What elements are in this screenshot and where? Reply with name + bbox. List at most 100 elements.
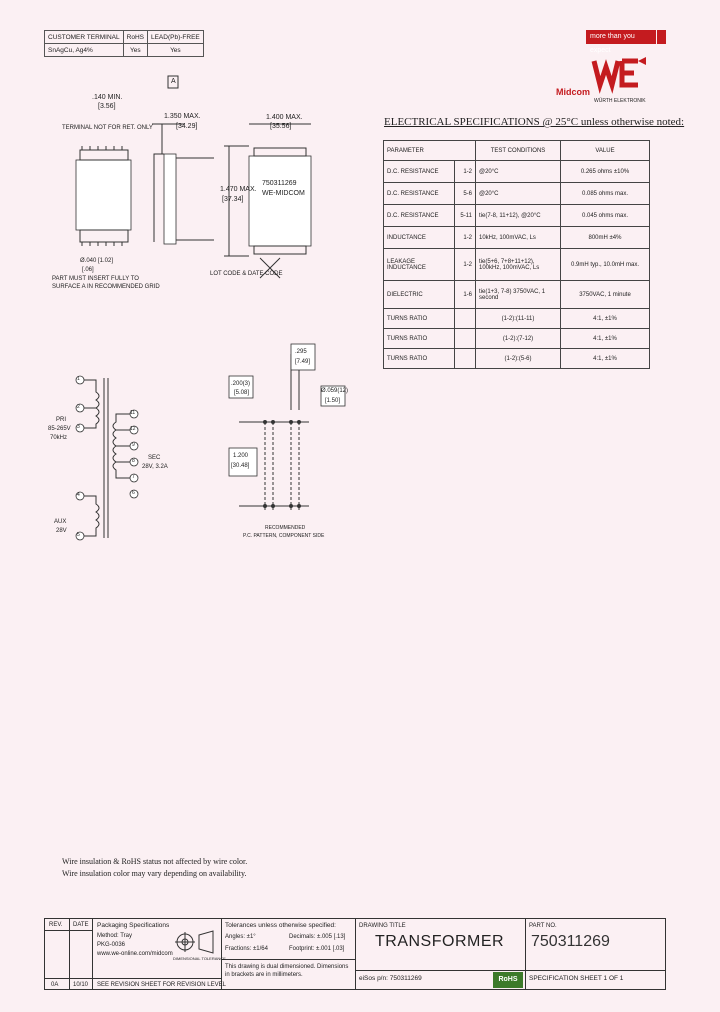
table-row: D.C. RESISTANCE 5-6 @20°C 0.085 ohms max…	[383, 182, 650, 205]
table-row: TURNS RATIO (1-2):(11-11) 4:1, ±1%	[383, 308, 650, 329]
spec-cond: tie(5+6, 7+8+11+12), 100kHz, 100mVAC, Ls	[475, 248, 561, 281]
tolerance-title: Tolerances unless otherwise specified:	[225, 922, 336, 929]
spec-value: 0.045 ohms max.	[560, 204, 650, 227]
compliance-cell: RoHS	[122, 30, 148, 44]
spec-header-parameter: PARAMETER	[383, 140, 476, 161]
tolerance-fractions: Fractions: ±1/64	[225, 946, 268, 952]
spec-param: TURNS RATIO	[383, 328, 455, 349]
rev-value: 0A	[51, 982, 59, 988]
dim-200-mm: [5.08]	[234, 390, 250, 396]
pin-label: 5	[77, 532, 80, 538]
company-logo: Midcom WÜRTH ELEKTRONIK	[556, 55, 666, 105]
pin-label: 6	[132, 490, 135, 496]
brand-subtitle: WÜRTH ELEKTRONIK	[594, 98, 646, 104]
spec-cond: tie(1+3, 7-8) 3750VAC, 1 second	[475, 280, 561, 309]
note-hole-mm: [.06]	[82, 267, 94, 273]
revision-note: SEE REVISION SHEET FOR REVISION LEVEL	[97, 982, 226, 988]
spec-value: 0.9mH typ., 10.0mH max.	[560, 248, 650, 281]
spec-param: D.C. RESISTANCE	[383, 182, 455, 205]
compliance-table: CUSTOMER TERMINAL RoHS LEAD(Pb)-FREE SnA…	[44, 30, 204, 57]
table-row: D.C. RESISTANCE 1-2 @20°C 0.265 ohms ±10…	[383, 160, 650, 183]
rohs-badge: RoHS	[493, 972, 523, 988]
spec-pins: 5-6	[454, 182, 476, 205]
projection-symbol-icon	[175, 930, 214, 954]
pin-label: 9	[132, 442, 135, 448]
sec-label: SEC	[148, 455, 161, 461]
spec-cond: (1-2):(11-11)	[475, 308, 561, 329]
dual-dimension-note: This drawing is dual dimensioned. Dimens…	[225, 964, 349, 978]
spec-header-conditions: TEST CONDITIONS	[475, 140, 561, 161]
dim-1400: 1.400 MAX.	[266, 114, 303, 121]
spec-pins	[454, 308, 476, 329]
pin-label: 12	[130, 426, 136, 432]
pcb-caption-1: RECOMMENDED	[265, 525, 306, 531]
spec-param: TURNS RATIO	[383, 348, 455, 369]
spec-pins: 1-2	[454, 248, 476, 281]
pack-title: Packaging Specifications	[97, 922, 170, 929]
spec-param: TURNS RATIO	[383, 308, 455, 329]
pack-method: Method: Tray	[97, 933, 133, 939]
table-row: TURNS RATIO (1-2):(7-12) 4:1, ±1%	[383, 328, 650, 349]
dim-hole: Ø.059(12)	[321, 388, 349, 394]
table-row: DIELECTRIC 1-6 tie(1+3, 7-8) 3750VAC, 1 …	[383, 280, 650, 309]
drawing-title-label: DRAWING TITLE	[359, 923, 406, 929]
dim-1400-mm: [35.56]	[270, 123, 292, 130]
spec-param: DIELECTRIC	[383, 280, 455, 309]
dim-1350: 1.350 MAX.	[164, 113, 201, 120]
dim-1200-mm: [30.48]	[231, 463, 250, 469]
pri-label: PRI	[56, 417, 67, 423]
spec-value: 800mH ±4%	[560, 226, 650, 249]
mechanical-outline	[75, 75, 312, 279]
maker-label: WE-MIDCOM	[262, 190, 305, 197]
compliance-cell: CUSTOMER TERMINAL	[44, 30, 124, 44]
aux-label: AUX	[54, 519, 67, 525]
spec-pins: 1-2	[454, 226, 476, 249]
we-logo-icon	[591, 57, 646, 94]
tolerance-angles: Angles: ±1°	[225, 934, 256, 940]
pin-label: 7	[132, 474, 135, 480]
dim-1470-mm: [37.34]	[222, 196, 244, 203]
tolerance-footprint: Footprint: ±.001 [.03]	[289, 946, 345, 952]
spec-pins	[454, 348, 476, 369]
pin-label: 8	[132, 458, 135, 464]
spec-cond: (1-2):(7-12)	[475, 328, 561, 349]
aux-voltage: 28V	[56, 528, 67, 534]
note-insert: PART MUST INSERT FULLY TO SURFACE A IN R…	[52, 276, 160, 290]
spec-value: 4:1, ±1%	[560, 328, 650, 349]
dim-140-mm: [3.56]	[98, 103, 116, 110]
spec-pins	[454, 328, 476, 349]
rohs-text: RoHS	[498, 976, 518, 983]
note-line: Wire insulation color may vary depending…	[62, 869, 247, 878]
lot-code-label: LOT CODE & DATE CODE	[210, 271, 283, 277]
compliance-cell: Yes	[122, 43, 148, 57]
spec-pins: 5-11	[454, 204, 476, 227]
pcb-layout	[228, 343, 346, 510]
note-line: Wire insulation & RoHS status not affect…	[62, 857, 248, 866]
note-hole-dia: Ø.040 [1.02]	[80, 258, 114, 264]
part-no-label: PART NO.	[529, 923, 557, 929]
dim-1200: 1.200	[233, 453, 249, 459]
spec-param: LEAKAGE INDUCTANCE	[383, 248, 455, 281]
dim-200: .200(3)	[231, 381, 251, 387]
drawing-title: TRANSFORMER	[375, 933, 505, 950]
pin-label: 4	[77, 492, 80, 498]
spec-value: 3750VAC, 1 minute	[560, 280, 650, 309]
tolerance-decimals: Decimals: ±.005 [.13]	[289, 934, 346, 940]
spec-value: 4:1, ±1%	[560, 308, 650, 329]
pri-voltage: 85-265V	[48, 426, 71, 432]
compliance-cell: SnAgCu, Ag4%	[44, 43, 124, 57]
pack-doc: PKG-0036	[97, 942, 126, 948]
electrical-spec-table: PARAMETER TEST CONDITIONS VALUE D.C. RES…	[383, 140, 650, 369]
schematic: 1 2 3 4 5 11 12 9 8 7 6 PRI 85-265V 70kH…	[44, 368, 184, 548]
spec-param: D.C. RESISTANCE	[383, 204, 455, 227]
dim-1350-mm: [34.29]	[176, 123, 198, 130]
mechanical-drawing: .140 MIN. [3.56] A TERMINAL NOT FOR RET.…	[44, 70, 374, 310]
tagline-banner: more than you expect	[586, 30, 656, 54]
table-row: INDUCTANCE 1-2 10kHz, 100mVAC, Ls 800mH …	[383, 226, 650, 249]
pin-label: 1	[77, 376, 80, 382]
spec-cond: tie(7-8, 11+12), @20°C	[475, 204, 561, 227]
spec-title: ELECTRICAL SPECIFICATIONS @ 25°C unless …	[384, 116, 685, 128]
dim-a-label: A	[171, 78, 176, 85]
spec-header-value: VALUE	[560, 140, 650, 161]
spec-pins: 1-6	[454, 280, 476, 309]
